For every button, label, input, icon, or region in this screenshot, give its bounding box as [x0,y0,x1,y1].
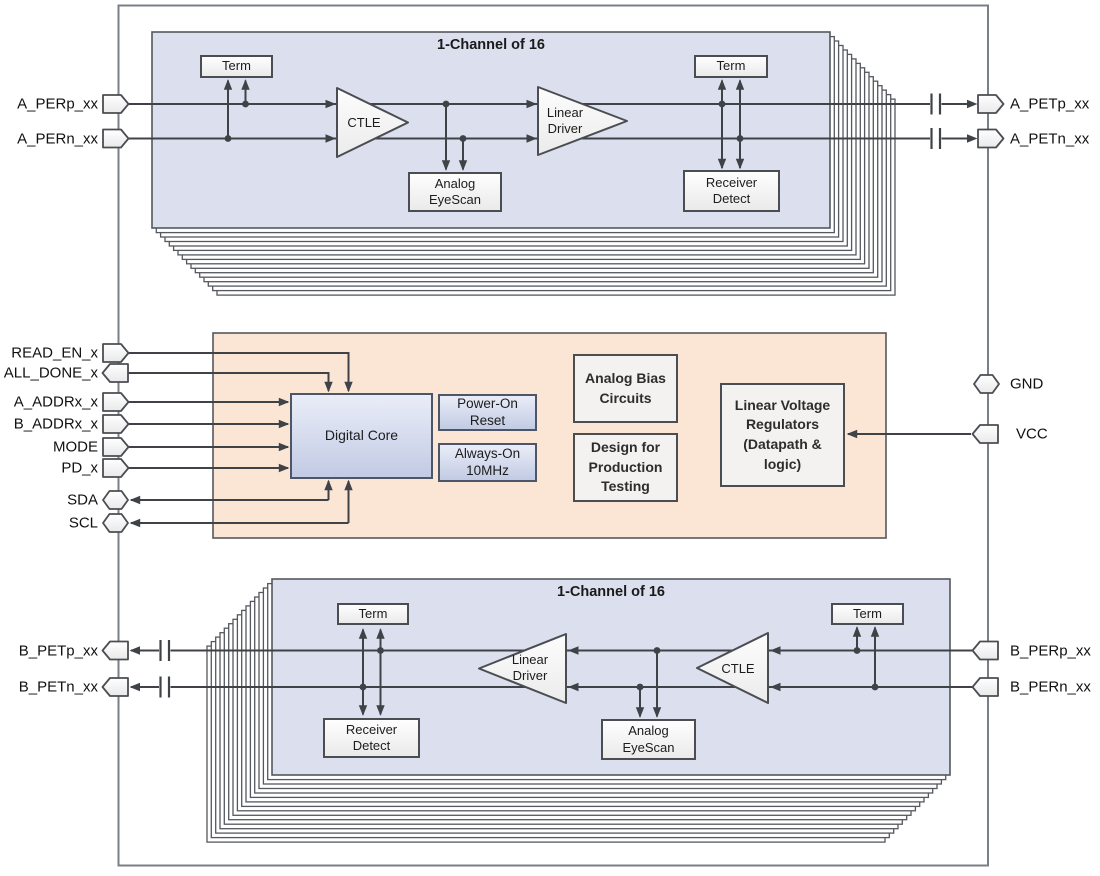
pin-b-pern [971,677,999,697]
pin-b-petn [101,677,129,697]
design-for-production-box: Design for Production Testing [573,433,678,502]
pin-sda [102,490,129,510]
pin-label-b-petp: B_PETp_xx [18,642,98,659]
analog-bias-box: Analog Bias Circuits [573,354,678,423]
bottom-analog-eyescan-box: Analog EyeScan [601,719,696,760]
bottom-linear-driver-triangle [478,633,567,704]
flow-arrows [129,99,978,692]
bottom-ctle-label: CTLE [721,660,755,676]
top-receiver-detect-box: Receiver Detect [683,170,780,212]
top-channel-title: 1-Channel of 16 [437,37,545,53]
pin-vcc [971,424,999,444]
top-term-left-box: Term [200,55,273,78]
pin-label-b-petn: B_PETn_xx [18,678,98,696]
top-ctle-label: CTLE [347,114,381,130]
pin-label-gnd: GND [1010,375,1044,393]
pin-label-scl: SCL [68,514,98,532]
pin-label-mode: MODE [53,438,98,456]
bottom-ctle-triangle [696,632,769,704]
pin-label-a-petn: A_PETn_xx [1010,130,1090,147]
pin-read-en [102,343,130,363]
pin-a-petp [977,94,1005,114]
pin-label-b-perp: B_PERp_xx [1010,642,1091,659]
pin-a-addr [102,392,130,412]
pin-label-pd: PD_x [61,459,98,477]
pin-scl [102,513,129,533]
pin-mode [102,437,130,457]
linear-voltage-regulators-box: Linear Voltage Regulators (Datapath & lo… [720,383,845,487]
bottom-term-right-box: Term [831,603,904,625]
pin-label-read-en: READ_EN_x [11,344,98,362]
digital-core-box: Digital Core [290,393,433,479]
wires [128,79,978,718]
bottom-channel-title: 1-Channel of 16 [557,584,665,600]
pins [101,94,1005,697]
always-on-10mhz-box: Always-On 10MHz [438,443,537,482]
top-linear-driver-label: Linear Driver [546,104,584,136]
top-ctle-triangle [336,87,409,158]
junction-dots [224,100,879,691]
amplifier-triangles [336,86,769,704]
pin-label-a-petp: A_PETp_xx [1010,95,1090,113]
pin-label-sda: SDA [67,491,98,509]
pin-a-petn [977,128,1005,149]
pin-all-done [101,363,129,383]
top-analog-eyescan-box: Analog EyeScan [408,172,502,212]
top-term-right-box: Term [694,55,768,78]
pin-b-perp [971,640,999,661]
pin-label-b-addr: B_ADDRx_x [13,415,98,433]
pin-label-a-perp: A_PERp_xx [17,95,98,113]
pin-label-vcc: VCC [1016,425,1048,443]
bottom-receiver-detect-box: Receiver Detect [323,718,420,758]
pin-pd [102,458,130,478]
pin-label-b-pern: B_PERn_xx [1010,678,1091,696]
pin-gnd [973,374,1000,394]
power-on-reset-box: Power-On Reset [438,394,537,431]
pin-b-petp [101,640,129,661]
top-linear-driver-triangle [537,86,628,156]
pin-label-a-addr: A_ADDRx_x [13,393,98,411]
pin-label-a-pern: A_PERn_xx [17,130,98,147]
pin-a-pern [102,128,130,149]
pin-label-all-done: ALL_DONE_x [3,364,98,382]
pin-a-perp [102,94,130,114]
pin-b-addr [102,414,130,434]
bottom-linear-driver-label: Linear Driver [511,651,549,683]
bottom-term-left-box: Term [337,603,409,625]
